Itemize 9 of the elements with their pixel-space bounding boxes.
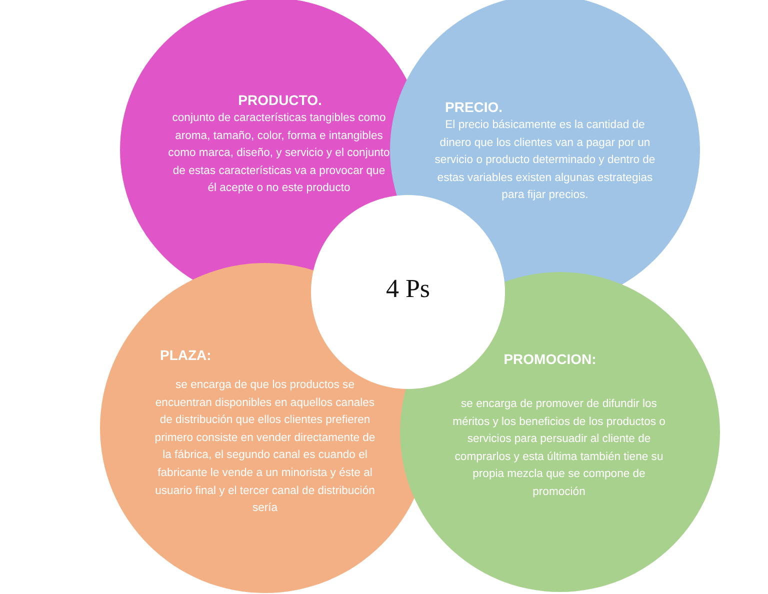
category-title: PRODUCTO.	[237, 92, 323, 108]
category-description: El precio básicamente es la cantidad de dinero que los clientes van a pagar por un servicio o producto determinado y dentro de estas variables existen algunas estrategias para fijar precios.	[434, 118, 656, 204]
category-description: se encarga de promover de difundir los méritos y los beneficios de los productos o servicios para persuadir al cliente de comprarlos y esta última también tiene su propia mezcla que se compone de promoción	[452, 397, 666, 500]
category-title: PROMOCION:	[502, 351, 598, 367]
category-description: conjunto de características tangibles como aroma, tamaño, color, forma e intangibles como marca, diseño, y servicio y el conjunto de estas características va a provocar que él acepte o no este producto	[168, 111, 390, 196]
category-description: se encarga de que los productos se encuentran disponibles en aquellos canales de distribución que ellos clientes prefieren primero consiste en vender directamente de la fábrica, el segundo canal es cuando el fabricante le vende a un minorista y éste al usuario final y el tercer canal de distribución sería	[154, 378, 376, 516]
category-title: PRECIO.	[445, 99, 504, 115]
center-title: 4 Ps	[384, 274, 432, 304]
category-title: PLAZA:	[160, 347, 212, 363]
